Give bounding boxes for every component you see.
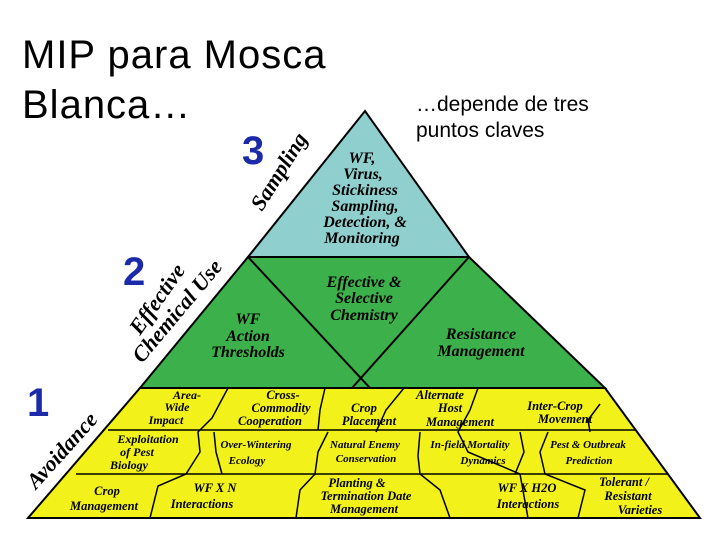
cell-alternate: Alternate [415, 388, 464, 402]
tier-1-text: Area- Wide Impact Cross- Commodity Coope… [69, 388, 662, 517]
tier-3-line: Detection, & [322, 214, 407, 231]
cell-wf-x-n: Interactions [170, 497, 234, 511]
cell-wf-x-h2o: Interactions [496, 497, 560, 511]
tier-3-line: WF, [349, 150, 376, 167]
cell-area: Wide [165, 400, 191, 414]
tier-3-line: Monitoring [323, 230, 400, 247]
cell-planting: Termination Date [321, 489, 412, 503]
cell-alternate: Host [437, 401, 463, 415]
tier-2-effective: Effective & Selective Chemistry [326, 274, 402, 324]
cell-tolerant: Tolerant / [599, 475, 650, 489]
resistance-line: Management [436, 343, 525, 360]
cell-cross: Commodity [251, 401, 310, 415]
cell-crop-placement: Placement [342, 414, 397, 428]
tier-1-grid [76, 387, 668, 519]
page-title: MIP para Mosca Blanca… [22, 30, 327, 130]
cell-inter-crop: Movement [537, 412, 593, 426]
cell-infield: Dynamics [459, 455, 505, 467]
cell-natural-enemy: Natural Enemy [329, 439, 400, 451]
cell-area: Area- [172, 388, 201, 402]
thresholds-line: WF [236, 311, 261, 328]
thresholds-line: Action [225, 328, 270, 345]
subtitle-line-2: puntos claves [416, 119, 545, 142]
cell-pest-outbreak: Pest & Outbreak [550, 439, 626, 451]
tier-2-divider-left [247, 256, 371, 389]
cell-pest-outbreak: Prediction [565, 455, 612, 467]
tier-2-divider-right [351, 256, 470, 389]
subtitle-line-1: …depende de tres [416, 93, 589, 116]
cell-exploitation: of Pest [120, 445, 154, 459]
cell-planting: Management [329, 502, 399, 516]
tier-3-text: WF, Virus, Stickiness Sampling, Detectio… [322, 150, 407, 247]
tier-1-band [25, 387, 702, 519]
cell-overwintering: Ecology [228, 455, 266, 467]
tier-3-line: Sampling, [331, 198, 398, 215]
cell-inter-crop: Inter-Crop [526, 399, 583, 413]
cell-crop-placement: Crop [351, 401, 377, 415]
effective-line: Effective & [326, 274, 402, 291]
cell-tolerant: Resistant [603, 489, 652, 503]
cell-planting: Planting & [328, 476, 386, 490]
cell-wf-x-n: WF X N [194, 481, 238, 495]
subtitle: …depende de tres puntos claves [416, 92, 589, 144]
cell-natural-enemy: Conservation [336, 453, 397, 465]
cell-area: Impact [148, 413, 184, 427]
cell-exploitation: Biology [109, 458, 149, 472]
cell-tolerant: Varieties [618, 503, 663, 517]
tier-2-thresholds: WF Action Thresholds [211, 311, 285, 361]
cell-exploitation: Exploitation [116, 432, 179, 446]
tier-number-1: 1 [27, 381, 49, 425]
title-line-2: Blanca… [22, 83, 192, 127]
cell-infield: In-field Mortality [429, 439, 509, 451]
effective-line: Chemistry [330, 307, 398, 324]
tier-number-3: 3 [242, 129, 264, 173]
cell-crop-management: Management [69, 499, 139, 513]
cell-overwintering: Over-Wintering [220, 439, 292, 451]
cell-alternate: Management [425, 415, 495, 429]
tier-3-line: Virus, [343, 166, 383, 183]
cell-wf-x-h2o: WF X H2O [498, 481, 557, 495]
tier-number-2: 2 [123, 250, 145, 294]
effective-line: Selective [335, 290, 393, 307]
thresholds-line: Thresholds [211, 344, 285, 361]
tier-2-resistance: Resistance Management [436, 326, 525, 360]
tier-3-line: Stickiness [332, 182, 398, 199]
cell-crop-management: Crop [94, 484, 120, 498]
resistance-line: Resistance [445, 326, 516, 343]
cell-cross: Cooperation [238, 414, 302, 428]
title-line-1: MIP para Mosca [22, 33, 327, 77]
cell-cross: Cross- [266, 388, 299, 402]
